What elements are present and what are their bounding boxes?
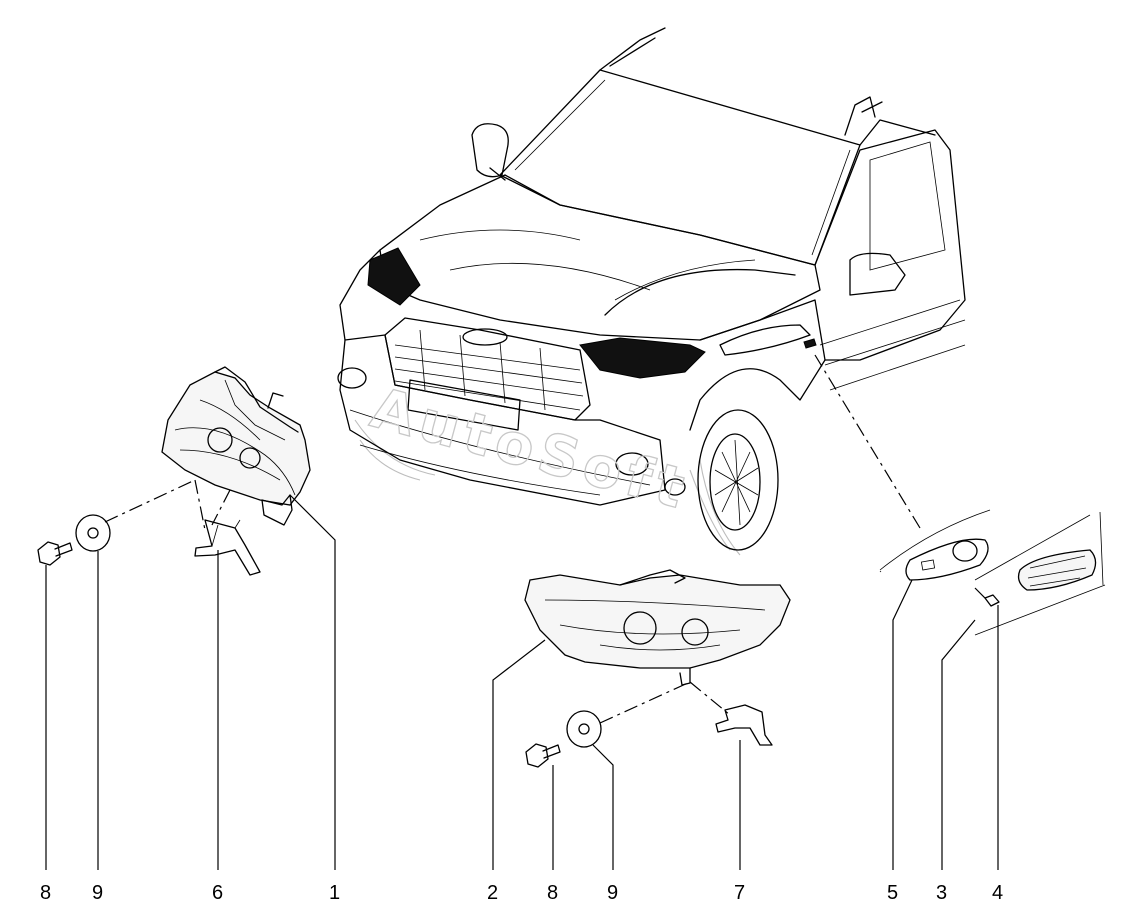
callout-2: 2 (487, 882, 498, 904)
callout-4: 4 (992, 882, 1003, 904)
assembly-lines (104, 354, 986, 724)
repeater-gasket (879, 509, 991, 581)
right-bolt (525, 743, 561, 768)
callout-9-left: 9 (92, 882, 103, 904)
watermark-text: AutoSoft (364, 376, 696, 523)
callout-8-right: 8 (547, 882, 558, 904)
callout-5: 5 (887, 882, 898, 904)
callout-1: 1 (329, 882, 340, 904)
right-headlamp (524, 569, 791, 686)
right-washer (566, 710, 602, 748)
repeater-bulb (984, 594, 1000, 607)
right-bracket (715, 704, 773, 746)
callout-9-right: 9 (607, 882, 618, 904)
callout-6: 6 (212, 882, 223, 904)
side-repeater-lamp (974, 511, 1106, 636)
callout-3: 3 (936, 882, 947, 904)
callout-7: 7 (734, 882, 745, 904)
left-washer (75, 514, 111, 552)
left-headlamp (161, 366, 311, 526)
left-bracket (194, 519, 261, 576)
vehicle-illustration: AutoSoft (337, 27, 966, 556)
left-bolt (37, 541, 73, 566)
callout-8-left: 8 (40, 882, 51, 904)
leader-lines (45, 494, 999, 870)
callout-labels: 8 9 6 1 2 8 9 7 5 3 4 (40, 882, 1003, 904)
